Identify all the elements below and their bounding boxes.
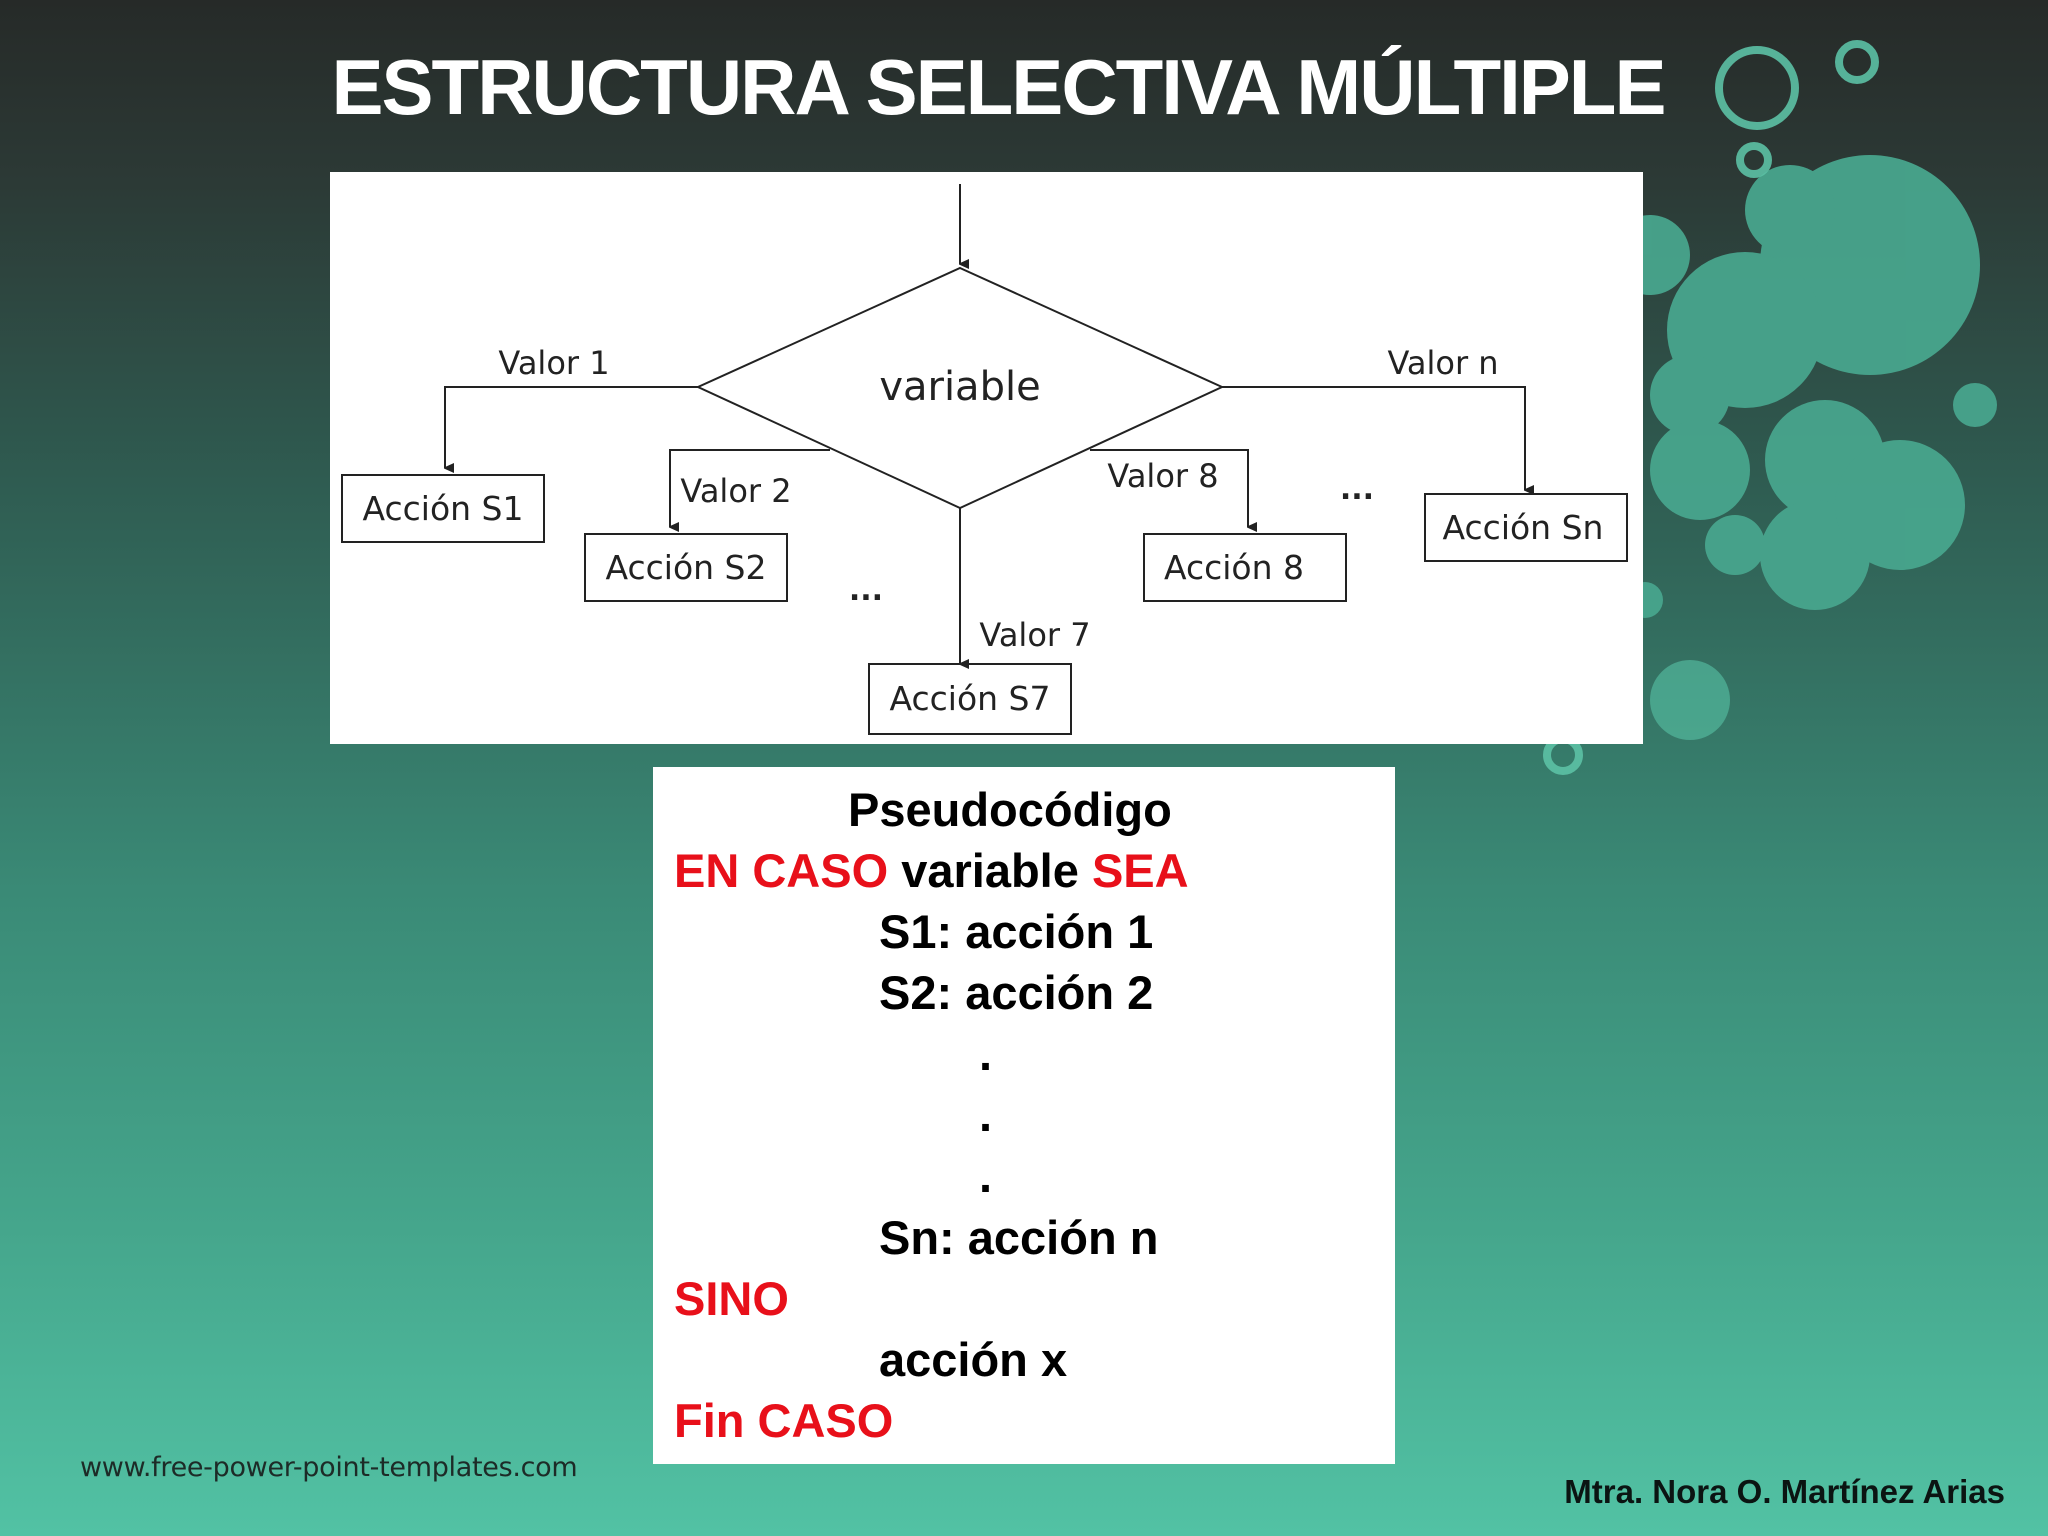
value-label-n: Valor n	[1387, 344, 1498, 382]
flowchart-panel: variable Valor 1 Valor 2 Valor 7 Valor 8…	[330, 172, 1643, 744]
pseudocode-line-case: EN CASO variable SEA	[674, 846, 1189, 896]
pseudocode-dot-3: .	[979, 1149, 993, 1202]
action-box-s7	[868, 663, 1072, 735]
decision-label: variable	[879, 364, 1040, 410]
keyword-fin-caso: Fin CASO	[674, 1394, 894, 1447]
action-label-s1: Acción S1	[363, 489, 524, 528]
pseudocode-line-s2: S2: acción 2	[879, 966, 1154, 1019]
keyword-sea: SEA	[1091, 844, 1189, 897]
branch-line-1	[444, 386, 698, 468]
pseudocode-line-s1: S1: acción 1	[879, 905, 1154, 958]
action-label-sn: Acción Sn	[1443, 508, 1604, 547]
pseudocode-dot-2: .	[979, 1088, 993, 1141]
keyword-sino: SINO	[674, 1272, 789, 1325]
case-variable: variable	[888, 844, 1092, 897]
slide-title: ESTRUCTURA SELECTIVA MÚLTIPLE	[0, 42, 2048, 133]
value-label-2: Valor 2	[680, 472, 791, 510]
action-label-s2: Acción S2	[606, 548, 767, 587]
pseudocode-line-default: acción x	[879, 1333, 1068, 1386]
action-box-sn	[1424, 493, 1628, 562]
keyword-en-caso: EN CASO	[674, 844, 889, 897]
flowchart-diagram: variable Valor 1 Valor 2 Valor 7 Valor 8…	[341, 184, 1628, 735]
action-box-s2	[584, 533, 788, 602]
branch-line-8	[1090, 449, 1248, 527]
action-label-8: Acción 8	[1164, 548, 1304, 587]
author-credit: Mtra. Nora O. Martínez Arias	[1564, 1473, 2005, 1510]
slide-title-text: ESTRUCTURA SELECTIVA MÚLTIPLE	[331, 43, 1667, 131]
branch-line-2	[669, 449, 830, 527]
ellipsis-right: ...	[1340, 472, 1374, 507]
action-box-s1	[341, 474, 545, 543]
action-box-8	[1143, 533, 1347, 602]
branch-line-n	[1222, 386, 1525, 490]
action-label-s7: Acción S7	[890, 679, 1051, 718]
pseudocode-panel: Pseudocódigo EN CASO variable SEA S1: ac…	[653, 767, 1395, 1464]
pseudocode-line-sn: Sn: acción n	[879, 1211, 1159, 1264]
ellipsis-left: ...	[849, 573, 883, 608]
footer-url: www.free-power-point-templates.com	[80, 1452, 578, 1483]
value-label-1: Valor 1	[498, 344, 609, 382]
pseudocode-dot-1: .	[979, 1027, 993, 1080]
value-label-8: Valor 8	[1107, 457, 1218, 495]
value-label-7: Valor 7	[979, 616, 1090, 654]
pseudocode-heading: Pseudocódigo	[848, 783, 1172, 836]
